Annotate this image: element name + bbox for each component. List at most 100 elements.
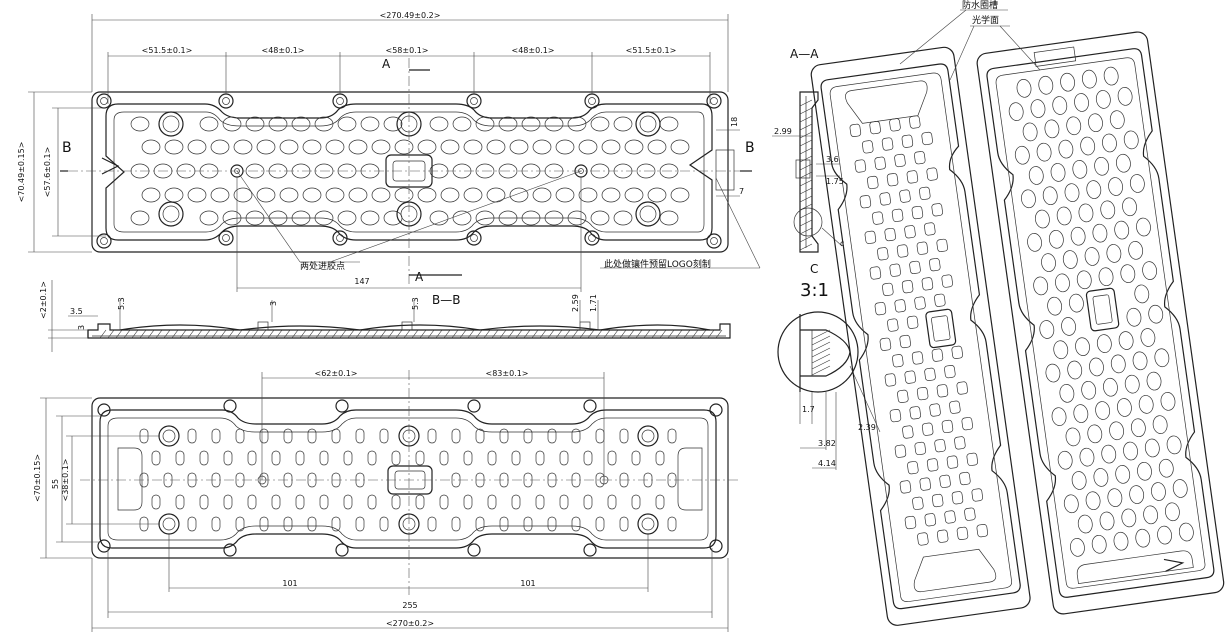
- note-gate-points: 两处进胶点: [300, 260, 345, 272]
- iso-lens: [1075, 337, 1090, 357]
- lens-oval: [590, 210, 610, 226]
- section-hatch-line: [331, 329, 339, 339]
- iso-lens: [874, 156, 886, 170]
- lens-pill: [319, 450, 329, 466]
- lens-oval: [130, 116, 150, 132]
- section-hatch-line: [267, 329, 275, 339]
- iso-lens: [1160, 392, 1176, 411]
- iso-lens: [1134, 284, 1150, 304]
- lens-oval: [337, 210, 357, 226]
- iso-lens: [884, 373, 897, 387]
- iso-lens: [1151, 482, 1166, 501]
- lens-oval: [624, 139, 644, 155]
- lens-pill: [235, 516, 245, 532]
- iso-lens: [1076, 270, 1092, 290]
- iso-lens: [912, 496, 924, 510]
- dim-bottom-55: 55: [51, 479, 60, 489]
- section-hatch-line: [595, 329, 603, 339]
- iso-lens: [929, 258, 941, 272]
- dim-top-overall-width: <270.49±0.2>: [380, 11, 441, 20]
- iso-lens: [1070, 226, 1086, 246]
- iso-lens: [929, 403, 941, 417]
- iso-lens: [1117, 398, 1132, 417]
- section-hatch-line: [115, 329, 123, 339]
- callout-optical-surface: 光学面: [972, 14, 999, 26]
- iso-lens: [919, 477, 932, 491]
- lens-pill: [271, 494, 281, 510]
- iso-lens: [1039, 320, 1055, 339]
- iso-lens: [1094, 156, 1110, 176]
- lens-oval: [164, 187, 184, 203]
- dim-aa-2-99: 2.99: [774, 127, 792, 136]
- iso-lens: [931, 203, 943, 217]
- iso-lens: [911, 205, 924, 220]
- section-hatch-line: [507, 329, 515, 339]
- lens-oval: [371, 187, 391, 203]
- lens-oval: [360, 116, 380, 132]
- lens-pill: [379, 428, 389, 444]
- lens-pill: [175, 450, 185, 466]
- lens-pill: [655, 494, 665, 510]
- dim-top-seg4: <48±0.1>: [511, 46, 554, 55]
- iso-lens: [1096, 334, 1112, 353]
- iso-lens: [1057, 450, 1073, 470]
- lens-oval: [659, 210, 679, 226]
- lens-pill: [259, 516, 269, 532]
- lens-oval: [394, 187, 414, 203]
- lens-oval: [613, 210, 633, 226]
- lens-oval: [383, 210, 403, 226]
- iso-lens: [1115, 465, 1131, 484]
- lens-pill: [187, 428, 197, 444]
- lens-pill: [175, 494, 185, 510]
- iso-lens: [1129, 174, 1145, 193]
- section-hatch-line: [659, 329, 667, 339]
- section-hatch-line: [799, 227, 813, 235]
- section-hatch-line: [459, 329, 467, 339]
- lens-oval: [578, 187, 598, 203]
- iso-lens: [916, 386, 929, 401]
- iso-lens: [1077, 514, 1093, 534]
- dim-bb-3-mid: 3: [269, 301, 278, 306]
- iso-lens: [869, 266, 882, 280]
- section-hatch-line: [99, 329, 107, 339]
- iso-lens: [909, 260, 921, 275]
- iso-lens: [1152, 415, 1168, 434]
- section-hatch-line: [251, 329, 259, 339]
- lens-pill: [427, 428, 437, 444]
- lens-oval: [210, 139, 230, 155]
- iso-lens: [1103, 377, 1118, 397]
- dim-top-seg2: <48±0.1>: [261, 46, 304, 55]
- lens-pill: [571, 428, 581, 444]
- iso-lens: [1053, 340, 1069, 360]
- section-hatch-line: [379, 329, 387, 339]
- iso-lens: [1128, 241, 1144, 260]
- lens-pill: [223, 450, 233, 466]
- lens-oval: [302, 187, 322, 203]
- iso-lens: [1047, 296, 1063, 316]
- lens-oval: [475, 163, 495, 179]
- iso-lens: [946, 455, 959, 469]
- section-hatch-line: [515, 329, 523, 339]
- section-hatch-line: [259, 329, 267, 339]
- note-logo-insert: 此处做镶件预留LOGO刻制: [604, 258, 711, 270]
- lens-pill: [211, 516, 221, 532]
- iso-lens: [936, 384, 949, 398]
- iso-lens: [934, 439, 946, 453]
- lens-pill: [583, 450, 593, 466]
- section-hatch-line: [395, 329, 403, 339]
- iso-lens: [889, 118, 901, 132]
- lens-oval: [141, 139, 161, 155]
- iso-lens: [1033, 276, 1049, 296]
- iso-lens: [1095, 90, 1111, 109]
- section-hatch-line: [323, 329, 331, 339]
- section-hatch-line: [179, 329, 187, 339]
- iso-lens: [904, 225, 916, 239]
- lens-pill: [391, 450, 401, 466]
- lens-pill: [559, 494, 569, 510]
- lens-oval: [314, 210, 334, 226]
- section-hatch-line: [467, 329, 475, 339]
- lens-pill: [583, 494, 593, 510]
- iso-lens: [1021, 189, 1036, 209]
- iso-lens: [894, 444, 907, 458]
- section-hatch-line: [491, 329, 499, 339]
